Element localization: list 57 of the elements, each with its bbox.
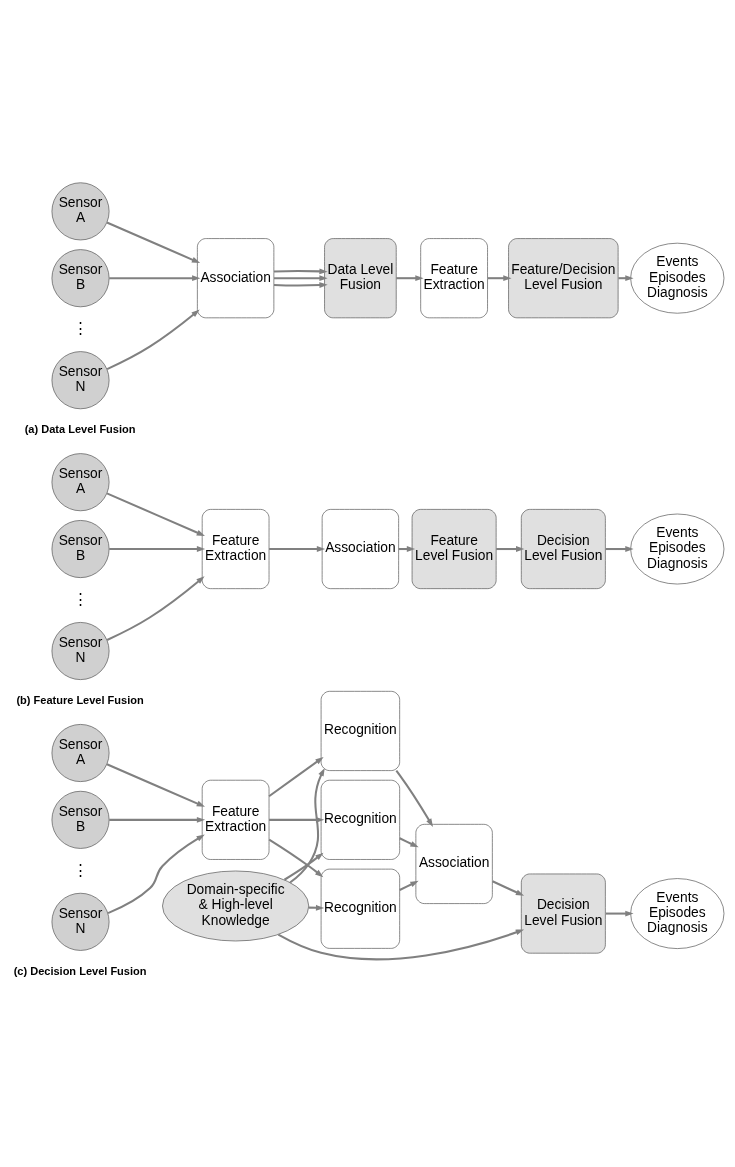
arrow — [106, 491, 205, 536]
node-box: Decision Level Fusion — [520, 508, 606, 589]
arrow — [107, 834, 205, 914]
node-ellipse: Domain-specific & High-level Knowledge — [162, 870, 310, 941]
label: (a) Data Level Fusion — [24, 422, 136, 435]
arrow — [605, 910, 634, 916]
arrow — [106, 575, 205, 641]
arrow — [396, 274, 424, 281]
arrow — [109, 274, 201, 281]
label: (b) Feature Level Fusion — [16, 693, 144, 706]
arrow — [109, 545, 206, 552]
arrow — [399, 836, 419, 847]
arrow — [268, 756, 324, 797]
node-box: Feature Extraction — [201, 508, 270, 589]
node-circle: Sensor A — [51, 723, 110, 782]
label: ⋮ — [73, 860, 89, 878]
node-circle: Sensor N — [51, 621, 110, 680]
arrow — [106, 762, 205, 807]
arrow — [273, 267, 328, 274]
arrow — [106, 221, 201, 263]
node-circle: Sensor B — [51, 790, 110, 849]
arrow — [605, 545, 634, 552]
arrow — [277, 929, 525, 960]
node-circle: Sensor B — [51, 248, 110, 307]
node-circle: Sensor N — [51, 892, 110, 951]
node-box: Association — [415, 823, 493, 904]
node-box: Feature Extraction — [201, 779, 270, 860]
label: ⋮ — [73, 318, 89, 336]
node-box: Data Level Fusion — [324, 237, 397, 318]
node-box: Feature Level Fusion — [411, 508, 497, 589]
node-box: Recognition — [320, 690, 400, 771]
node-ellipse: Events Episodes Diagnosis — [630, 242, 725, 314]
node-ellipse: Events Episodes Diagnosis — [630, 513, 725, 584]
node-box: Decision Level Fusion — [520, 873, 606, 954]
arrow — [274, 274, 328, 281]
arrow — [283, 852, 324, 881]
arrow — [492, 879, 525, 896]
node-ellipse: Events Episodes Diagnosis — [630, 877, 725, 949]
node-circle: Sensor A — [51, 181, 110, 240]
arrow — [269, 545, 326, 552]
arrow — [106, 309, 200, 370]
arrow — [395, 769, 434, 827]
node-box: Feature Extraction — [420, 237, 488, 318]
label: (c) Decision Level Fusion — [13, 964, 147, 977]
node-box: Association — [321, 508, 399, 589]
arrow — [273, 281, 328, 288]
arrow — [268, 838, 324, 877]
label: ⋮ — [73, 589, 89, 607]
node-circle: Sensor B — [51, 519, 110, 578]
node-box: Feature/Decision Level Fusion — [508, 237, 619, 318]
arrow — [496, 545, 525, 552]
node-circle: Sensor A — [51, 452, 110, 511]
node-box: Association — [197, 237, 275, 318]
node-box: Recognition — [320, 868, 400, 949]
node-circle: Sensor N — [51, 350, 110, 409]
node-box: Recognition — [320, 779, 400, 860]
arrow — [109, 816, 206, 823]
